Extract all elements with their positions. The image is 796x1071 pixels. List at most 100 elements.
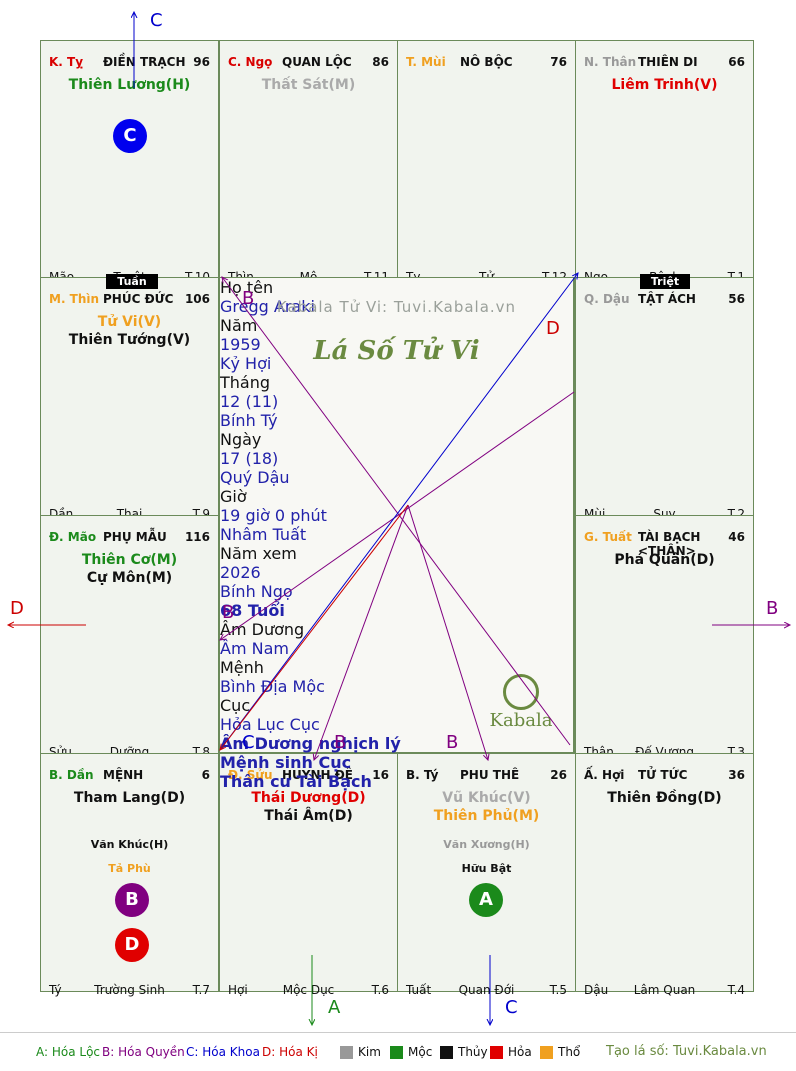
info-label: Giờ <box>220 487 247 506</box>
logo-text: Kabala <box>489 710 553 731</box>
kabala-logo: Kabala <box>486 674 556 731</box>
tree-icon <box>503 674 539 710</box>
element-label: Hỏa <box>508 1045 532 1059</box>
center-panel: Kabala Tử Vi: Tuvi.Kabala.vn Lá Số Tử Vi… <box>219 277 574 791</box>
element-swatch <box>390 1046 403 1059</box>
info-canchi: Bính Tý <box>220 411 278 430</box>
major-star: Thiên Đồng(D) <box>607 790 722 806</box>
palace-name: NÔ BỘC <box>460 55 513 69</box>
info-value: 2026 <box>220 563 261 582</box>
info-label: Âm Dương <box>220 620 305 639</box>
element-swatch <box>490 1046 503 1059</box>
legend-hoa-khoa: C: Hóa Khoa <box>186 1045 260 1059</box>
palace-name: MỆNH <box>103 768 144 782</box>
note: Thân cư Tài Bạch <box>220 772 372 791</box>
info-label: Tháng <box>220 373 271 392</box>
legend-hoa-quyen: B: Hóa Quyền <box>102 1045 185 1059</box>
palace-can: N. Thân <box>584 55 637 69</box>
info-value: 17 (18) <box>220 449 279 468</box>
palace-name: TÀI BẠCH <THÂN> <box>638 530 701 558</box>
palace-can: T. Mùi <box>406 55 446 69</box>
palace-name: PHU THÊ <box>460 768 520 782</box>
marker-label-b3: B <box>334 732 347 753</box>
palace-can: B. Tý <box>406 768 439 782</box>
element-label: Mộc <box>408 1045 433 1059</box>
info-label: Ngày <box>220 430 262 449</box>
major-star: Vũ Khúc(V) <box>442 790 531 806</box>
hoa-khoa-circle: C <box>113 119 147 153</box>
palace-name: TẬT ÁCH <box>638 292 696 306</box>
note: Mệnh sinh Cục <box>220 753 352 772</box>
watermark-text: Kabala Tử Vi: Tuvi.Kabala.vn <box>276 298 517 316</box>
marker-label-b4: B <box>446 732 459 753</box>
marker-label-b-right: B <box>766 598 779 619</box>
palace-dau: Q. Dậu TẬT ÁCH 56 Mùi Suy T.2 <box>575 277 754 521</box>
info-canchi: Quý Dậu <box>220 468 290 487</box>
palace-can: Đ. Sửu <box>228 768 273 782</box>
major-star: Tham Lang(D) <box>73 790 186 806</box>
major-star: Phá Quân(D) <box>614 552 715 568</box>
palace-month: T.4 <box>727 983 745 997</box>
major-star: Thiên Cơ(M) <box>81 552 178 568</box>
palace-can: G. Tuất <box>584 530 632 544</box>
palace-chi: Hợi <box>228 983 248 997</box>
palace-can: Đ. Mão <box>49 530 97 544</box>
element-swatch <box>540 1046 553 1059</box>
note: Âm Dương nghịch lý <box>220 734 401 753</box>
palace-chi: Tuất <box>406 983 432 997</box>
major-star: Thiên Tướng(V) <box>68 332 191 348</box>
info-value: 12 (11) <box>220 392 279 411</box>
info-label: Năm <box>220 316 258 335</box>
palace-can: B. Dần <box>49 768 94 782</box>
element-label: Thủy <box>458 1045 488 1059</box>
minor-star: Tả Phù <box>108 862 151 875</box>
palace-number: 46 <box>728 530 745 544</box>
palace-can: Q. Dậu <box>584 292 630 306</box>
info-canchi: Nhâm Tuất <box>220 525 307 544</box>
palace-number: 16 <box>372 768 389 782</box>
palace-number: 96 <box>193 55 210 69</box>
info-value: 19 giờ 0 phút <box>220 506 327 525</box>
info-canchi: Bính Ngọ <box>220 582 293 601</box>
palace-can: C. Ngọ <box>228 55 273 69</box>
palace-number: 26 <box>550 768 567 782</box>
major-star: Thái Âm(D) <box>264 808 353 824</box>
info-label: Năm xem <box>220 544 297 563</box>
tuan-tag: Tuần <box>106 274 158 289</box>
palace-number: 116 <box>184 530 210 544</box>
minor-star: Văn Khúc(H) <box>90 838 169 851</box>
palace-chi: Tý <box>49 983 62 997</box>
major-star: Liêm Trinh(V) <box>611 77 718 93</box>
palace-mui: T. Mùi NÔ BỘC 76 Tỵ Tử T.12 <box>397 40 576 284</box>
hoa-loc-circle: A <box>469 883 503 917</box>
hoa-quyen-circle: B <box>115 883 149 917</box>
marker-label-b2: B <box>222 602 235 623</box>
major-star: Thiên Phủ(M) <box>433 808 540 824</box>
hoa-ki-circle: D <box>115 928 149 962</box>
palace-can: Ấ. Hợi <box>584 768 625 782</box>
palace-number: 56 <box>728 292 745 306</box>
palace-name: QUAN LỘC <box>282 55 352 69</box>
palace-number: 106 <box>184 292 210 306</box>
palace-name: PHỤ MẪU <box>103 530 167 544</box>
palace-name: ĐIỀN TRẠCH <box>103 55 186 69</box>
element-swatch <box>340 1046 353 1059</box>
palace-number: 6 <box>201 768 210 782</box>
legend-site: Tạo lá số: Tuvi.Kabala.vn <box>606 1044 767 1059</box>
major-star: Tử Vi(V) <box>97 314 162 330</box>
palace-can: M. Thìn <box>49 292 100 306</box>
triet-tag: Triệt <box>640 274 690 289</box>
palace-stage: Trường Sinh <box>94 983 165 997</box>
info-label: Họ tên <box>220 278 274 297</box>
palace-chi: Dậu <box>584 983 609 997</box>
palace-number: 86 <box>372 55 389 69</box>
marker-label-c1: C <box>242 732 255 753</box>
legend-hoa-loc: A: Hóa Lộc <box>36 1045 101 1059</box>
